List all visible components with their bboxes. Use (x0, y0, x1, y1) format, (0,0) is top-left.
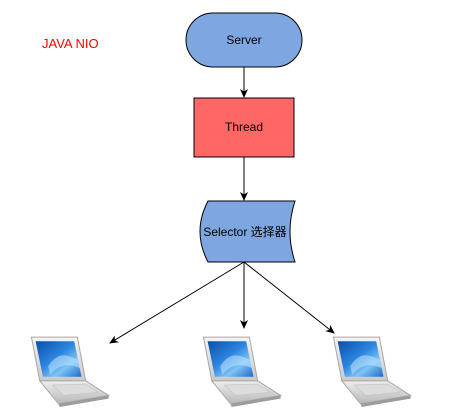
edge-selector-client-3 (243, 261, 335, 334)
edges (109, 67, 335, 344)
laptop-icon (30, 336, 110, 408)
client-laptop-1[interactable] (30, 336, 110, 408)
edge-selector-client-1 (109, 261, 245, 344)
selector-label: Selector 选择器 (203, 225, 286, 239)
diagram-title: JAVA NIO (42, 36, 99, 51)
thread-label: Thread (225, 120, 263, 134)
thread-node[interactable]: Thread (193, 97, 295, 158)
laptop-icon (202, 336, 282, 408)
laptop-icon (332, 336, 412, 408)
selector-node[interactable]: Selector 选择器 (199, 200, 296, 263)
server-node[interactable]: Server (185, 12, 303, 68)
server-label: Server (226, 33, 261, 47)
client-laptop-3[interactable] (332, 336, 412, 408)
client-laptop-2[interactable] (202, 336, 282, 408)
